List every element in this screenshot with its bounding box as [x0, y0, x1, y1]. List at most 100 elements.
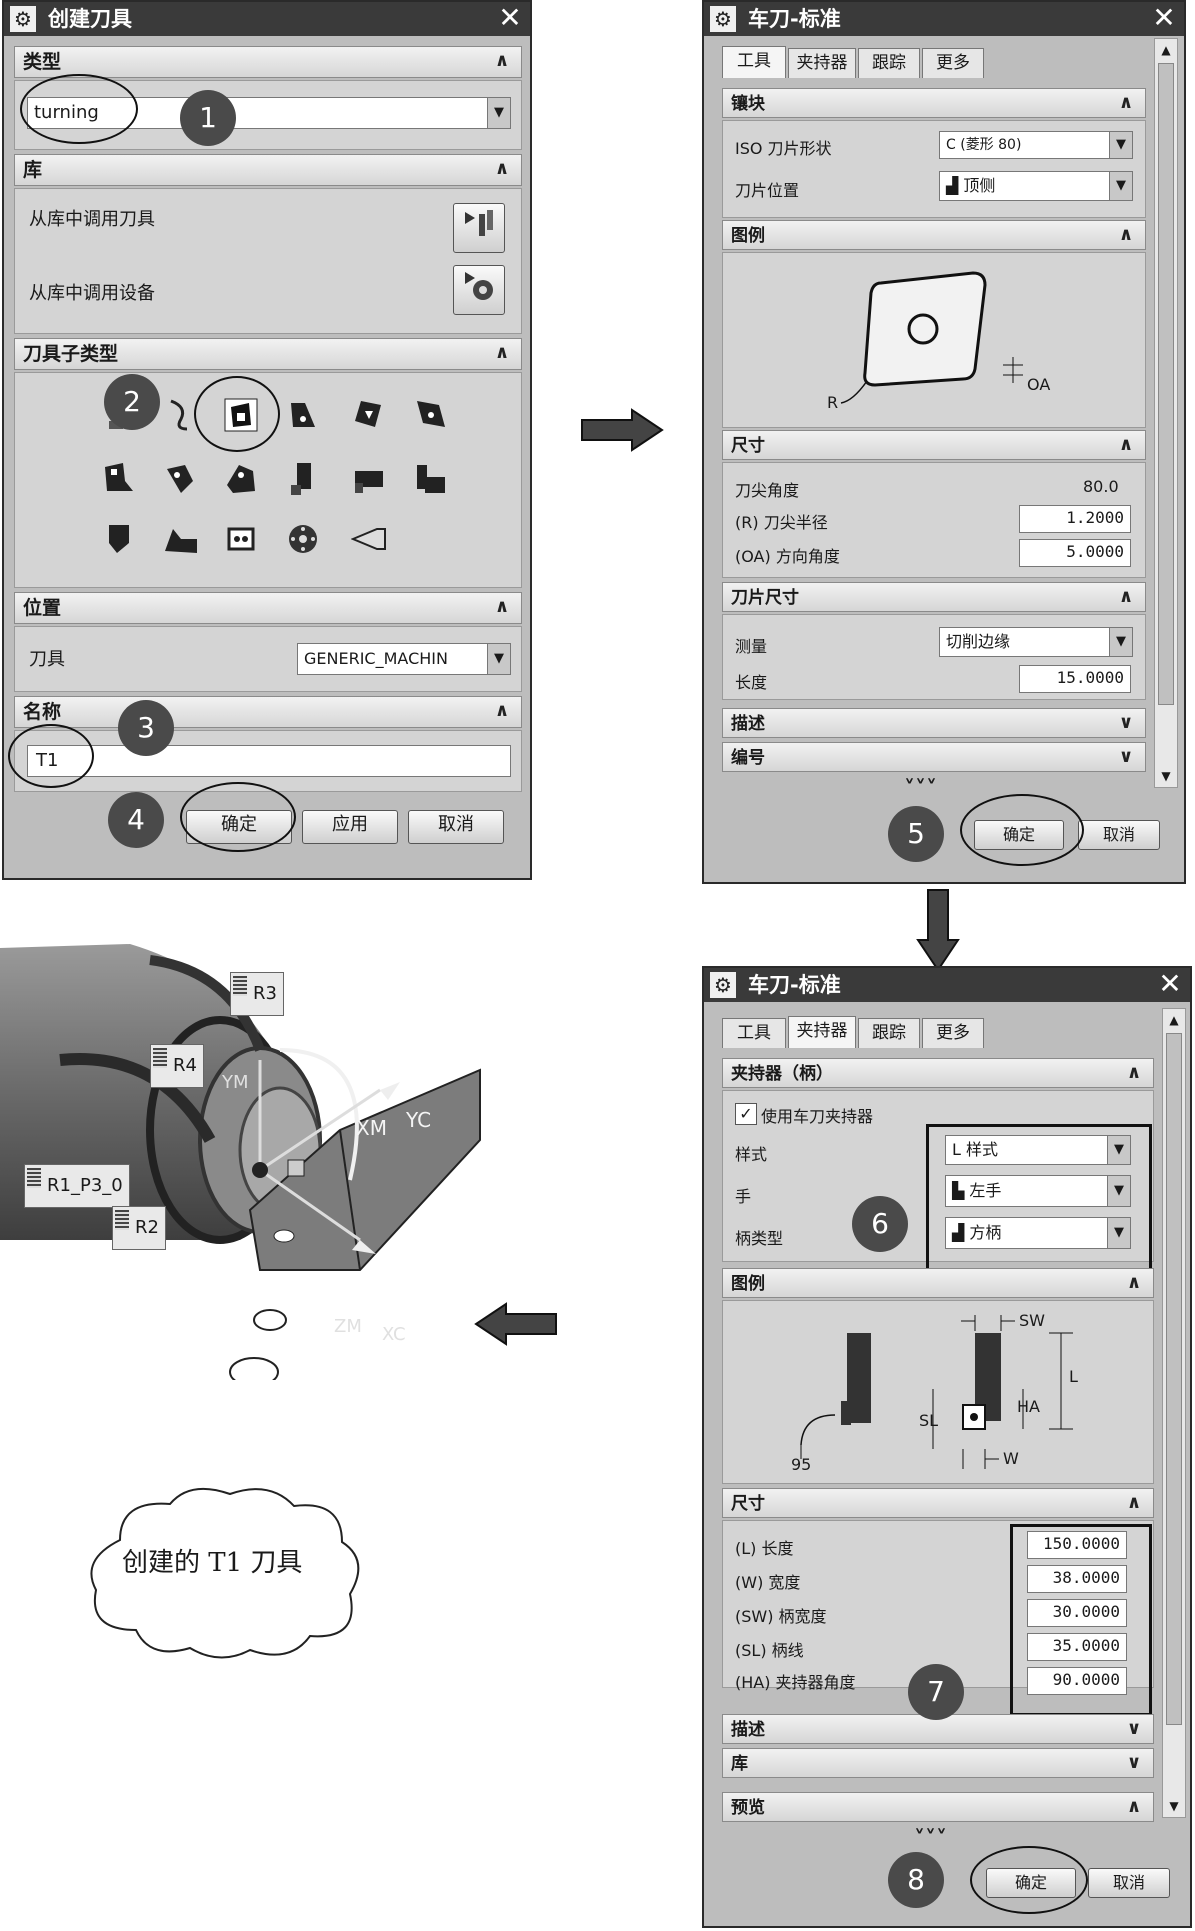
iso-shape-dropdown[interactable]: C (菱形 80) ▼: [939, 131, 1133, 159]
holder-angle-input[interactable]: 90.0000: [1027, 1667, 1127, 1695]
scroll-down-icon[interactable]: ▼: [1169, 1799, 1179, 1813]
expand-icon[interactable]: ∨: [1118, 712, 1134, 733]
id-80-icon[interactable]: [103, 461, 139, 497]
hand-dropdown[interactable]: ▙ 左手 ▼: [945, 1175, 1131, 1207]
chevron-down-icon[interactable]: ▼: [1107, 1176, 1130, 1206]
od-35-l-icon[interactable]: [351, 397, 387, 433]
section-name[interactable]: 名称 ∧: [14, 696, 522, 728]
gear-icon[interactable]: ⚙: [710, 972, 736, 998]
section-type[interactable]: 类型 ∧: [14, 46, 522, 78]
scroll-up-icon[interactable]: ▲: [1169, 1013, 1179, 1027]
more-indicator[interactable]: ˅˅˅: [904, 777, 937, 802]
length-input[interactable]: 15.0000: [1019, 665, 1131, 693]
section-legend[interactable]: 图例 ∧: [722, 1268, 1154, 1298]
tag-r3[interactable]: R3: [230, 972, 284, 1016]
section-insert[interactable]: 镶块 ∧: [722, 88, 1146, 118]
measure-dropdown[interactable]: 切削边缘 ▼: [939, 627, 1133, 657]
section-subtype[interactable]: 刀具子类型 ∧: [14, 338, 522, 370]
cancel-button[interactable]: 取消: [1088, 1868, 1170, 1898]
od-thread-icon[interactable]: [163, 521, 199, 557]
cancel-button[interactable]: 取消: [1078, 820, 1160, 850]
chevron-down-icon[interactable]: ▼: [1109, 172, 1132, 200]
style-dropdown[interactable]: L 样式 ▼: [945, 1135, 1131, 1165]
section-legend[interactable]: 图例 ∧: [722, 220, 1146, 250]
tab-tracking[interactable]: 跟踪: [858, 48, 920, 78]
section-insert-size[interactable]: 刀片尺寸 ∧: [722, 582, 1146, 612]
orient-angle-input[interactable]: 5.0000: [1019, 539, 1131, 567]
chevron-down-icon[interactable]: ▼: [1107, 1218, 1130, 1248]
id-35-icon[interactable]: [223, 461, 259, 497]
section-dimensions[interactable]: 尺寸 ∧: [722, 430, 1146, 460]
chevron-down-icon[interactable]: ▼: [487, 98, 510, 128]
shank-type-dropdown[interactable]: ▟ 方柄 ▼: [945, 1217, 1131, 1249]
expand-icon[interactable]: ∨: [1126, 1752, 1142, 1773]
section-holder[interactable]: 夹持器（柄） ∧: [722, 1058, 1154, 1088]
width-input[interactable]: 38.0000: [1027, 1565, 1127, 1593]
close-icon[interactable]: ✕: [1158, 967, 1182, 1000]
more-indicator[interactable]: ˅˅˅: [914, 1827, 947, 1852]
section-number[interactable]: 编号 ∨: [722, 742, 1146, 772]
insert-position-dropdown[interactable]: ▟ 顶侧 ▼: [939, 171, 1133, 201]
cancel-button[interactable]: 取消: [408, 810, 504, 844]
collapse-icon[interactable]: ∧: [494, 700, 510, 721]
grooving-icon[interactable]: [163, 397, 199, 433]
od-55-r-icon[interactable]: [413, 397, 449, 433]
face-grooving-icon[interactable]: [351, 461, 387, 497]
collapse-icon[interactable]: ∧: [1126, 1796, 1142, 1817]
id-thread-icon[interactable]: [223, 521, 259, 557]
collapse-icon[interactable]: ∧: [1118, 434, 1134, 455]
nose-radius-input[interactable]: 1.2000: [1019, 505, 1131, 533]
tab-holder[interactable]: 夹持器: [788, 48, 856, 78]
section-description[interactable]: 描述 ∨: [722, 708, 1146, 738]
retrieve-device-button[interactable]: [453, 265, 505, 315]
apply-button[interactable]: 应用: [302, 810, 398, 844]
location-tool-dropdown[interactable]: GENERIC_MACHIN ▼: [297, 643, 511, 675]
collapse-icon[interactable]: ∧: [494, 596, 510, 617]
chevron-down-icon[interactable]: ▼: [487, 644, 510, 674]
expand-icon[interactable]: ∨: [1118, 746, 1134, 767]
chevron-down-icon[interactable]: ▼: [1107, 1136, 1130, 1164]
collapse-icon[interactable]: ∧: [1118, 92, 1134, 113]
section-preview[interactable]: 预览 ∧: [722, 1792, 1154, 1822]
section-library[interactable]: 库 ∧: [14, 154, 522, 186]
scroll-up-icon[interactable]: ▲: [1161, 43, 1171, 57]
retrieve-tool-button[interactable]: [453, 203, 505, 253]
id-55-icon[interactable]: [163, 461, 199, 497]
scroll-down-icon[interactable]: ▼: [1161, 769, 1171, 783]
od-grooving-icon[interactable]: [285, 461, 321, 497]
close-icon[interactable]: ✕: [1152, 1, 1176, 34]
collapse-icon[interactable]: ∧: [1118, 224, 1134, 245]
collapse-icon[interactable]: ∧: [1126, 1492, 1142, 1513]
collapse-icon[interactable]: ∧: [1118, 586, 1134, 607]
tab-more[interactable]: 更多: [922, 1018, 984, 1048]
chevron-down-icon[interactable]: ▼: [1109, 132, 1132, 158]
tag-r4[interactable]: R4: [150, 1044, 204, 1088]
gear-icon[interactable]: ⚙: [10, 6, 36, 32]
collapse-icon[interactable]: ∧: [494, 342, 510, 363]
tag-r2[interactable]: R2: [112, 1206, 166, 1250]
section-location[interactable]: 位置 ∧: [14, 592, 522, 624]
collapse-icon[interactable]: ∧: [1126, 1272, 1142, 1293]
gear-icon[interactable]: ⚙: [710, 6, 736, 32]
close-icon[interactable]: ✕: [498, 1, 522, 34]
od-55-l-icon[interactable]: [285, 397, 321, 433]
tab-tracking[interactable]: 跟踪: [858, 1018, 920, 1048]
parting-icon[interactable]: [103, 521, 139, 557]
section-library[interactable]: 库 ∨: [722, 1748, 1154, 1778]
scrollbar[interactable]: ▲ ▼: [1154, 38, 1178, 788]
shank-line-input[interactable]: 35.0000: [1027, 1633, 1127, 1661]
id-grooving-icon[interactable]: [413, 461, 449, 497]
shank-width-input[interactable]: 30.0000: [1027, 1599, 1127, 1627]
length-input[interactable]: 150.0000: [1027, 1531, 1127, 1559]
model-viewport[interactable]: R3 R4 R1_P3_0 R2 XM YC YM ZM XC: [0, 940, 560, 1380]
tag-r1-p3-0[interactable]: R1_P3_0: [24, 1164, 130, 1208]
tab-tool[interactable]: 工具: [722, 1018, 786, 1048]
name-input[interactable]: T1: [27, 745, 511, 777]
drill-icon[interactable]: [351, 521, 387, 557]
use-holder-checkbox[interactable]: ✓: [735, 1103, 757, 1125]
tab-tool[interactable]: 工具: [722, 46, 786, 78]
scroll-thumb[interactable]: [1166, 1033, 1182, 1725]
section-dimensions[interactable]: 尺寸 ∧: [722, 1488, 1154, 1518]
scroll-thumb[interactable]: [1158, 63, 1174, 705]
collapse-icon[interactable]: ∧: [494, 158, 510, 179]
